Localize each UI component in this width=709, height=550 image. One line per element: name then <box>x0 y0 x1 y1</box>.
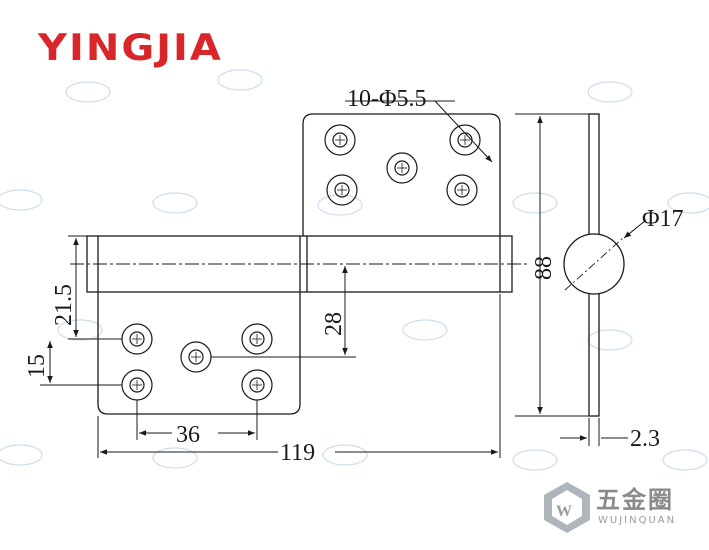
hole-pitch-horizontal-label: 36 <box>176 422 200 448</box>
center-to-holes-dimension <box>211 266 356 358</box>
height-dimension <box>515 113 590 417</box>
upper-holes <box>324 124 481 206</box>
yingjia-logo: YINGJIA <box>38 26 223 70</box>
hole-callout: 10-Φ5.5 <box>347 86 427 112</box>
height-label: 88 <box>531 256 557 280</box>
lower-holes <box>121 323 273 401</box>
left-offset-dimension <box>68 235 122 340</box>
total-width-label: 119 <box>280 440 315 466</box>
wujinquan-watermark-sub: WUJINQUAN <box>598 515 677 526</box>
hole-pitch-vertical-dimension <box>40 341 122 386</box>
hole-center-marks <box>132 135 470 390</box>
pin-diameter-leader <box>623 219 647 239</box>
hole <box>386 152 418 184</box>
svg-text:W: W <box>556 503 572 520</box>
lower-leaf <box>97 292 301 415</box>
watermark-stamps <box>0 69 709 471</box>
hole <box>326 174 358 206</box>
hole-pitch-horizontal-dimension <box>136 400 258 440</box>
hole <box>324 124 356 156</box>
center-to-holes-label: 28 <box>321 312 347 336</box>
wujinquan-emblem-icon: W <box>544 482 590 533</box>
hole-pitch-vertical-label: 15 <box>24 354 50 378</box>
hole <box>446 174 478 206</box>
thickness-label: 2.3 <box>630 426 660 452</box>
pin-diameter: Φ17 <box>642 206 684 232</box>
total-width-dimension <box>97 294 501 458</box>
thickness-dimension <box>560 418 628 446</box>
hole <box>241 323 273 355</box>
upper-leaf <box>302 113 501 236</box>
side-view <box>563 113 625 417</box>
wujinquan-watermark: 五金圈 <box>596 486 674 514</box>
hole-callout-leader <box>345 100 493 163</box>
left-offset-label: 21.5 <box>51 284 77 326</box>
